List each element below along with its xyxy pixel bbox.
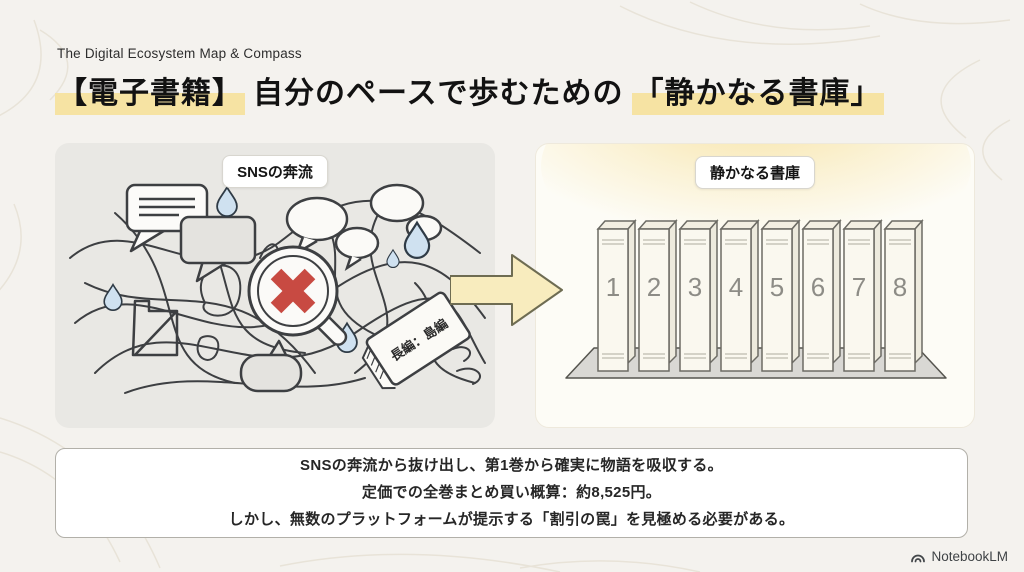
- book-volume: 6: [801, 219, 842, 372]
- arrow-icon: [450, 254, 563, 326]
- panel-right-badge: 静かなる書庫: [694, 156, 816, 189]
- summary-line: SNSの奔流から抜け出し、第1巻から確実に物語を吸収する。: [300, 457, 723, 474]
- panel-quiet-library: 静かなる書庫 1: [535, 143, 975, 428]
- book-number: 6: [811, 272, 825, 302]
- title-highlight-ebook: 【電子書籍】: [55, 77, 245, 115]
- book-volume: 2: [637, 219, 678, 372]
- book-number: 8: [893, 272, 907, 302]
- panel-left-badge: SNSの奔流: [222, 155, 328, 188]
- book-number: 5: [770, 272, 784, 302]
- book-row: 1 2 3: [596, 219, 924, 372]
- chat-bubbles-icon: [285, 196, 380, 271]
- book-number: 4: [729, 272, 743, 302]
- book-number: 7: [852, 272, 866, 302]
- summary-box: SNSの奔流から抜け出し、第1巻から確実に物語を吸収する。 定価での全巻まとめ買…: [55, 448, 968, 538]
- book-number: 1: [606, 272, 620, 302]
- x-mark-icon: [270, 268, 316, 314]
- footer-brand-label: NotebookLM: [931, 549, 1008, 564]
- frame-doodle-icon: [131, 299, 179, 357]
- book-volume: 8: [883, 219, 924, 372]
- book-volume: 1: [596, 219, 637, 372]
- footer-brand: NotebookLM: [910, 549, 1008, 564]
- library-illustration: 1 2 3: [541, 144, 971, 379]
- chaos-illustration: 長編：島編: [69, 183, 486, 394]
- page-title: 【電子書籍】自分のペースで歩むための「静かなる書庫」: [55, 68, 995, 115]
- speech-bubble-icon: [179, 215, 257, 283]
- book-volume: 7: [842, 219, 883, 372]
- speech-bubble-icon: [239, 339, 303, 393]
- book-icon: 長編：島編: [361, 291, 471, 390]
- title-highlight-library: 「静かなる書庫」: [631, 77, 884, 115]
- book-number: 3: [688, 272, 702, 302]
- book-volume: 4: [719, 219, 760, 372]
- eyebrow-label: The Digital Ecosystem Map & Compass: [57, 46, 302, 61]
- notebooklm-logo-icon: [911, 554, 926, 562]
- chat-bubbles-icon: [369, 183, 443, 254]
- title-middle: 自分のペースで歩むための: [253, 77, 624, 110]
- book-volume: 5: [760, 219, 801, 372]
- book-volume: 3: [678, 219, 719, 372]
- panel-sns-chaos: SNSの奔流: [55, 143, 495, 428]
- book-number: 2: [647, 272, 661, 302]
- error-magnifier-icon: [247, 245, 348, 346]
- summary-line: しかし、無数のプラットフォームが提示する「割引の罠」を見極める必要がある。: [228, 511, 795, 528]
- summary-line: 定価での全巻まとめ買い概算：約8,525円。: [361, 484, 662, 501]
- motion-lines: [452, 346, 481, 385]
